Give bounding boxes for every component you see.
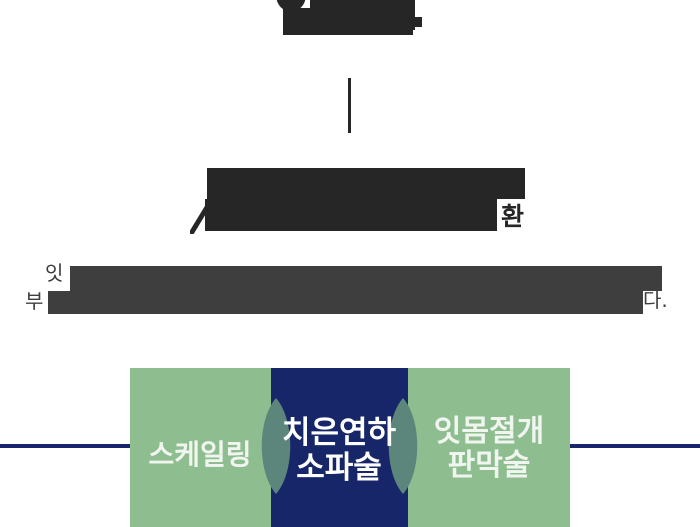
paragraph-line2-end-fragment: 다. (643, 288, 668, 312)
title-glyph-fragment (415, 17, 422, 27)
paragraph-redaction-line2 (48, 291, 643, 314)
page-title-remnant (276, 0, 422, 35)
step-label-flap-line2: 판막술 (448, 448, 531, 483)
step-label-curettage-line2: 소파술 (296, 450, 382, 486)
step-label-curettage-line1: 치은연하 (282, 415, 397, 451)
step-label-flap-line1: 잇몸절개 (434, 414, 544, 449)
paragraph-line1-start-fragment: 잇 (45, 261, 64, 285)
paragraph-line2-start-fragment: 부 (25, 289, 44, 313)
step-label-scaling: 스케일링 (148, 438, 251, 471)
title-redaction-box (283, 8, 413, 35)
subtitle-redaction-line2 (205, 199, 497, 231)
right-junction-lens (388, 398, 418, 494)
title-body-divider (348, 78, 351, 133)
treatment-steps-diagram: 스케일링 치은연하 소파술 잇몸절개 판막술 (130, 368, 570, 527)
paragraph-redaction-line1 (70, 266, 662, 291)
center-step-band (271, 368, 408, 527)
left-junction-lens (261, 398, 291, 494)
subtitle-redaction-line1 (207, 168, 525, 199)
title-glyph-fragment (405, 0, 415, 30)
subtitle-end-fragment: 환 (501, 202, 525, 231)
